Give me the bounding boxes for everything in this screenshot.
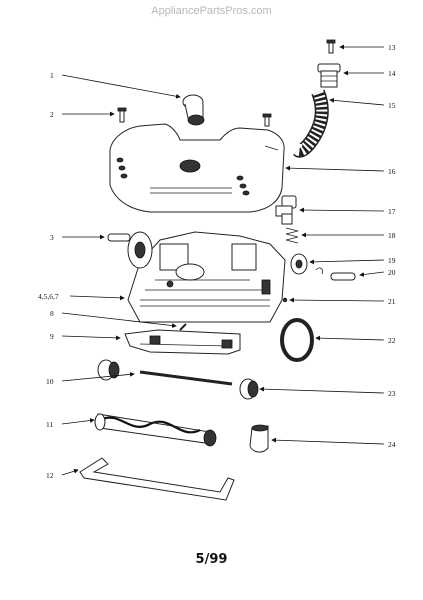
callout-2: 2 [50,110,54,119]
part-11-brushroll [94,413,217,447]
leader-11 [61,418,95,425]
callout-15: 15 [388,101,396,110]
part-20-axle [315,267,356,281]
leader-8 [61,312,177,328]
callout-22: 22 [388,336,396,345]
part-21-pin [282,297,288,303]
leader-22 [315,335,385,341]
leader-20 [359,271,385,277]
callout-14: 14 [388,69,396,78]
callout-12: 12 [46,471,54,480]
part-22-belt [280,318,314,362]
leader-1 [61,74,181,99]
callout-8: 8 [50,309,54,318]
leader-9 [61,335,121,341]
callout-13: 13 [388,43,396,52]
callout-17: 17 [388,207,396,216]
leader-24 [271,437,385,445]
leader-17 [299,207,385,213]
part-10-shaft [139,370,233,386]
leader-4 [69,295,125,301]
part-9-bracket [124,329,241,355]
part-14-hose-connector [317,63,341,88]
leader-19 [309,259,385,265]
part-24-elbow [249,424,269,453]
callout-3: 3 [50,233,54,242]
callout-21: 21 [388,297,396,306]
callout-18: 18 [388,231,396,240]
part-4-7-base-assembly [127,231,286,323]
leader-lines [61,44,385,476]
leader-12 [61,468,79,476]
leader-21 [289,297,385,303]
hood-screw [262,113,272,127]
part-23-end-cap [239,378,259,400]
callout-10: 10 [46,377,54,386]
callout-1: 1 [50,71,54,80]
callout-20: 20 [388,268,396,277]
part-18-spring [285,227,299,244]
part-15-hose [293,89,329,158]
part-8-screw [179,323,187,331]
callout-19: 19 [388,256,396,265]
brushroll-end-cap-left [97,359,120,381]
callout-11: 11 [46,420,53,429]
callout-9: 9 [50,332,54,341]
leader-10 [61,371,135,382]
leader-15 [329,97,385,106]
part-12-bumper [79,457,235,501]
watermark-text: AppliancePartsPros.com [151,5,272,17]
part-17-connector [275,195,297,225]
leader-23 [259,386,385,394]
date-code: 5/99 [195,552,228,567]
part-2-screw [117,107,127,123]
callout-23: 23 [388,389,396,398]
part-13-screw [326,39,336,54]
callout-4-7: 4,5,6,7 [38,292,59,301]
callout-labels: 1 2 3 4,5,6,7 8 9 10 11 12 13 14 15 16 1… [38,43,396,480]
callout-24: 24 [388,440,396,449]
callout-16: 16 [388,167,396,176]
part-16-hood [109,123,285,213]
leader-16 [285,165,385,172]
part-19-wheel [290,253,308,275]
part-1-nozzle-elbow [182,94,205,126]
